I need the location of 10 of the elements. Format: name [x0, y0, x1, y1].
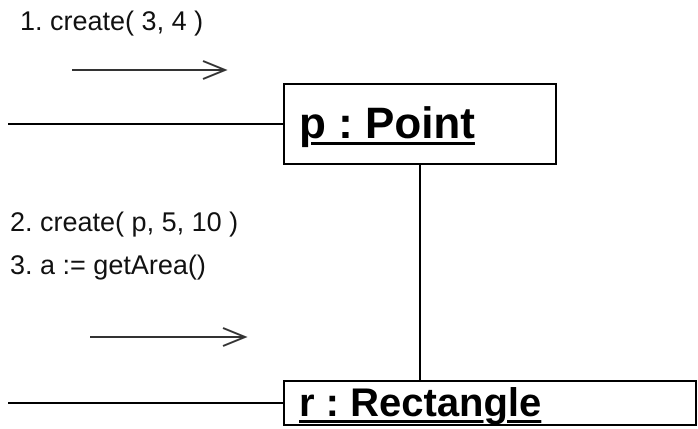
object-name: r : Rectangle: [299, 380, 542, 426]
message-label: 1. create( 3, 4 ): [20, 6, 204, 37]
connector-line: [419, 165, 421, 380]
object-box: [283, 380, 697, 426]
object-name: p : Point: [299, 99, 475, 149]
connector-line: [8, 123, 283, 125]
message-label: 3. a := getArea(): [10, 250, 206, 281]
object-box: [283, 83, 557, 165]
connector-line: [8, 402, 283, 404]
message-label: 2. create( p, 5, 10 ): [10, 207, 238, 238]
